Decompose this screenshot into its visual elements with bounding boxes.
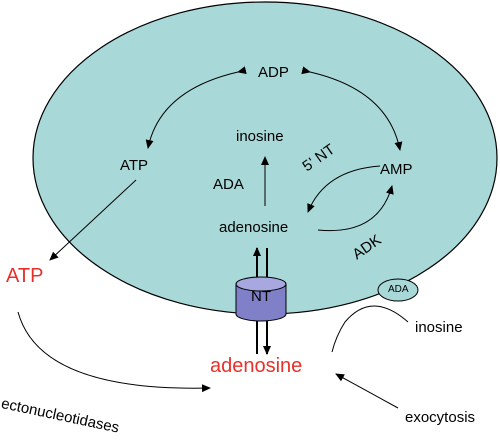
arrow-exocytosis [335, 373, 399, 409]
label-adenosine-outside: adenosine [210, 355, 303, 377]
arrow-ada-inosine [331, 305, 409, 353]
arrow-adp-amp [301, 66, 403, 151]
label-atp-outside: ATP [6, 265, 44, 287]
arrow-atp-adenosine-outside [17, 311, 211, 393]
label-adp: ADP [258, 64, 289, 81]
arrow-amp-adenosine [307, 165, 381, 213]
arrow-adp-atp [145, 66, 247, 149]
label-atp-inside: ATP [120, 157, 149, 174]
label-ada-badge: ADA [388, 284, 409, 295]
label-ada: ADA [213, 176, 244, 193]
ada-enzyme-badge [377, 278, 419, 302]
arrow-atp-export [49, 179, 137, 261]
arrow-adenosine-amp [317, 185, 394, 232]
label-nt: NT [251, 288, 271, 305]
label-inosine-outside: inosine [415, 319, 463, 336]
label-exocytosis: exocytosis [405, 409, 476, 426]
nt-transporter [235, 276, 287, 322]
label-adenosine-inside: adenosine [219, 219, 289, 236]
label-amp: AMP [380, 161, 413, 178]
label-inosine-inside: inosine [236, 128, 284, 145]
